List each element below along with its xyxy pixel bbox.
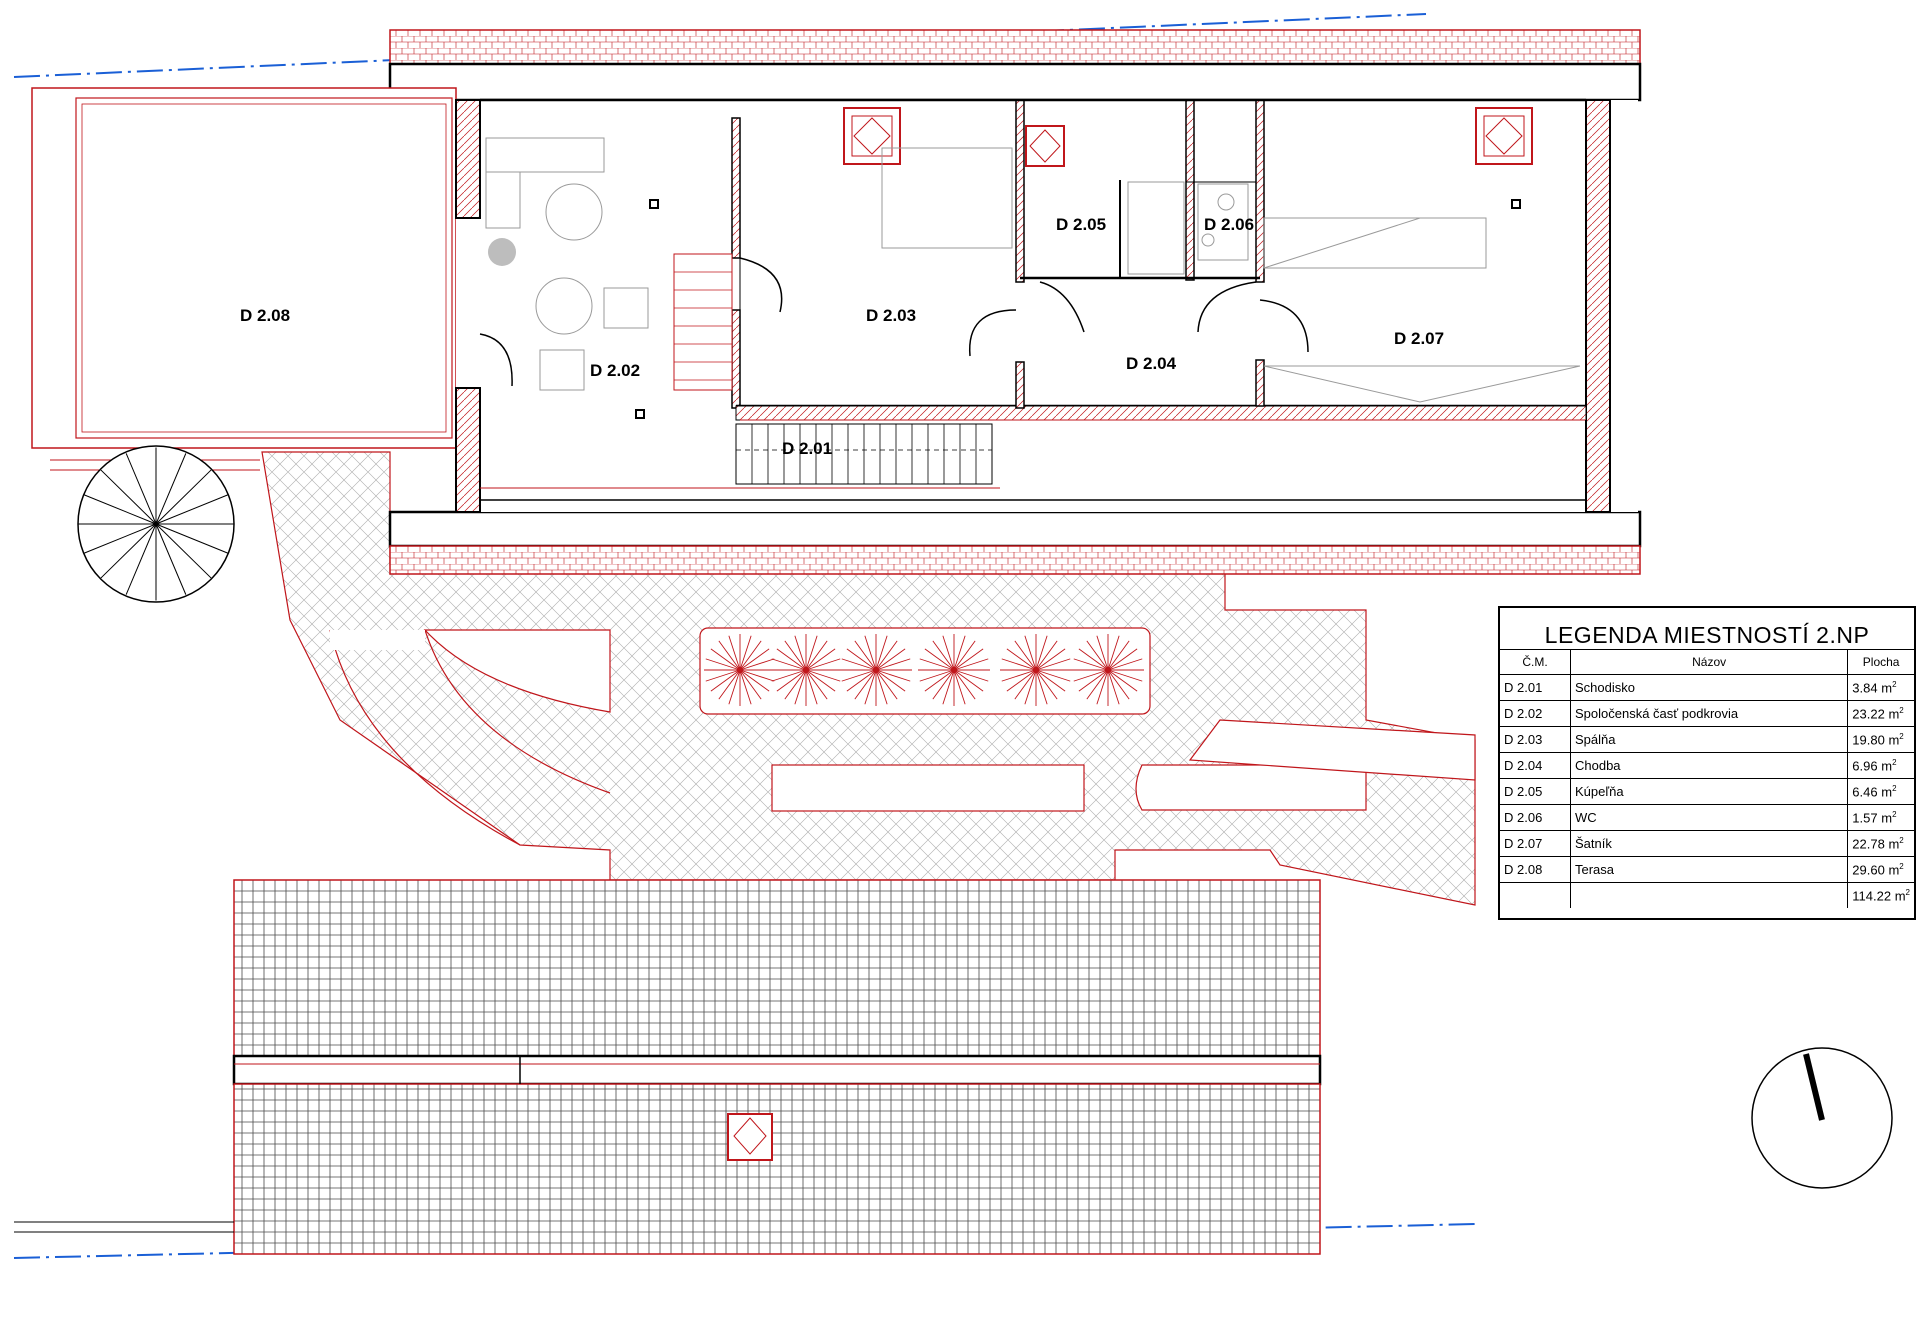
legend-room-name: WC bbox=[1570, 804, 1848, 831]
legend-area-unit: m bbox=[1888, 862, 1900, 878]
legend-area-unit: m bbox=[1881, 784, 1893, 800]
floor-walls bbox=[455, 98, 1638, 513]
legend-room-number: D 2.02 bbox=[1500, 700, 1571, 727]
legend-area-value: 1.57 bbox=[1852, 810, 1878, 826]
legend-room-name: Schodisko bbox=[1570, 674, 1848, 701]
room-label-d204: D 2.04 bbox=[1126, 354, 1177, 373]
top-roof-edge bbox=[388, 29, 1642, 575]
legend-room-area: 19.80 m2 bbox=[1847, 726, 1914, 753]
legend-total-row: 114.22 m2 bbox=[1500, 882, 1914, 909]
room-label-d203: D 2.03 bbox=[866, 306, 916, 325]
room-label-d206: D 2.06 bbox=[1204, 215, 1254, 234]
planter-shrubs bbox=[704, 634, 1144, 706]
room-label-d207: D 2.07 bbox=[1394, 329, 1444, 348]
legend-room-name: Terasa bbox=[1570, 856, 1848, 883]
legend-area-value: 29.60 bbox=[1852, 862, 1885, 878]
legend-total-empty bbox=[1571, 883, 1848, 909]
legend-area-unit: m bbox=[1888, 732, 1900, 748]
legend-area-exponent: 2 bbox=[1899, 835, 1904, 845]
legend-area-exponent: 2 bbox=[1899, 705, 1904, 715]
room-label-d202: D 2.02 bbox=[590, 361, 640, 380]
legend-room-name: Spálňa bbox=[1570, 726, 1848, 753]
legend-header-name: Názov bbox=[1570, 650, 1848, 675]
legend-room-area: 29.60 m2 bbox=[1847, 856, 1914, 883]
legend-area-exponent: 2 bbox=[1892, 679, 1897, 689]
legend-area-unit: m bbox=[1881, 810, 1893, 826]
legend-area-exponent: 2 bbox=[1892, 783, 1897, 793]
legend-room-number: D 2.06 bbox=[1500, 804, 1571, 831]
legend-area-value: 6.96 bbox=[1852, 758, 1878, 774]
legend-room-area: 22.78 m2 bbox=[1847, 830, 1914, 857]
legend-room-number: D 2.05 bbox=[1500, 778, 1571, 805]
legend-area-value: 23.22 bbox=[1852, 706, 1885, 722]
legend-room-name: Šatník bbox=[1570, 830, 1848, 857]
legend-room-name: Chodba bbox=[1570, 752, 1848, 779]
legend-total-area: 114.22 m2 bbox=[1847, 882, 1914, 908]
lower-roof bbox=[14, 879, 1322, 1255]
legend-header-area: Plocha bbox=[1847, 650, 1914, 675]
legend-area-unit: m bbox=[1881, 758, 1893, 774]
legend-area-value: 22.78 bbox=[1852, 836, 1885, 852]
legend-room-number: D 2.01 bbox=[1500, 674, 1571, 701]
legend-area-value: 19.80 bbox=[1852, 732, 1885, 748]
legend-room-number: D 2.03 bbox=[1500, 726, 1571, 753]
legend-header-number: Č.M. bbox=[1500, 650, 1571, 675]
legend-area-exponent: 2 bbox=[1892, 809, 1897, 819]
legend-area-exponent: 2 bbox=[1892, 757, 1897, 767]
legend-room-area: 3.84 m2 bbox=[1847, 674, 1914, 701]
legend-room-number: D 2.08 bbox=[1500, 856, 1571, 883]
legend-area-unit: m bbox=[1888, 706, 1900, 722]
north-arrow-icon bbox=[1751, 1047, 1893, 1189]
legend-room-area: 23.22 m2 bbox=[1847, 700, 1914, 727]
legend-area-value: 6.46 bbox=[1852, 784, 1878, 800]
legend-area-exponent: 2 bbox=[1905, 887, 1910, 897]
legend-room-area: 6.96 m2 bbox=[1847, 752, 1914, 779]
room-label-d201: D 2.01 bbox=[782, 439, 832, 458]
legend-area-exponent: 2 bbox=[1899, 861, 1904, 871]
legend-area-exponent: 2 bbox=[1899, 731, 1904, 741]
room-label-d205: D 2.05 bbox=[1056, 215, 1106, 234]
legend-room-area: 1.57 m2 bbox=[1847, 804, 1914, 831]
legend-room-number: D 2.07 bbox=[1500, 830, 1571, 857]
legend-total-value: 114.22 bbox=[1852, 888, 1892, 904]
legend-room-name: Spoločenská časť podkrovia bbox=[1570, 700, 1848, 727]
legend-area-unit: m bbox=[1881, 680, 1893, 696]
legend-area-unit: m bbox=[1894, 888, 1906, 904]
terrace bbox=[31, 87, 457, 471]
room-legend: LEGENDA MIESTNOSTÍ 2.NP Č.M. Názov Ploch… bbox=[1498, 606, 1916, 920]
legend-title: LEGENDA MIESTNOSTÍ 2.NP bbox=[1500, 608, 1914, 650]
legend-area-unit: m bbox=[1888, 836, 1900, 852]
room-label-d208: D 2.08 bbox=[240, 306, 290, 325]
legend-room-name: Kúpeľňa bbox=[1570, 778, 1848, 805]
spiral-staircase bbox=[77, 445, 235, 603]
legend-area-value: 3.84 bbox=[1852, 680, 1878, 696]
legend-room-number: D 2.04 bbox=[1500, 752, 1571, 779]
legend-header-row: Č.M. Názov Plocha bbox=[1500, 650, 1914, 675]
legend-total-empty bbox=[1500, 882, 1571, 908]
legend-room-area: 6.46 m2 bbox=[1847, 778, 1914, 805]
